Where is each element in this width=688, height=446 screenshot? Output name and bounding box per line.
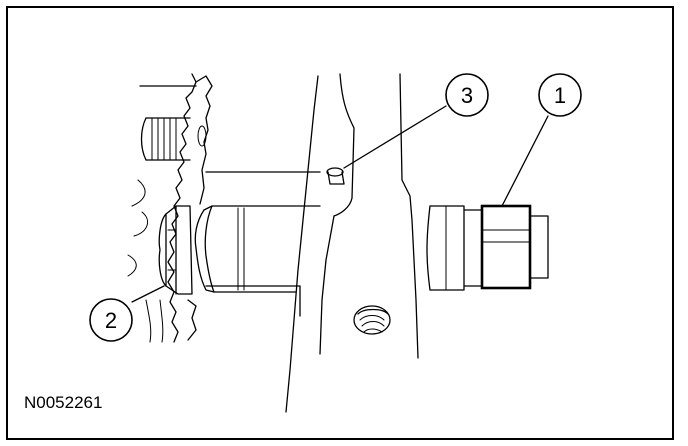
cylinder-head-edge	[285, 73, 419, 413]
leader-line-3	[343, 105, 447, 169]
figure-frame	[6, 6, 674, 440]
sprocket-bolt	[158, 205, 193, 295]
camshaft-sprocket	[145, 73, 213, 343]
callout-3: 3	[445, 73, 489, 117]
leader-line-2	[131, 285, 165, 303]
callout-2-label: 2	[105, 308, 117, 333]
leader-line-1	[501, 115, 549, 207]
dowel-pin	[326, 167, 345, 185]
callout-1: 1	[538, 73, 582, 117]
threaded-hole	[353, 305, 391, 335]
callout-1-label: 1	[554, 83, 566, 108]
callout-3-label: 3	[461, 83, 473, 108]
figure-reference-code: N0052261	[24, 393, 102, 412]
leader-lines	[131, 105, 549, 303]
camshaft	[194, 171, 321, 317]
camshaft-tool	[426, 204, 549, 291]
callout-2: 2	[89, 298, 133, 342]
left-bolt-stub	[127, 85, 197, 277]
